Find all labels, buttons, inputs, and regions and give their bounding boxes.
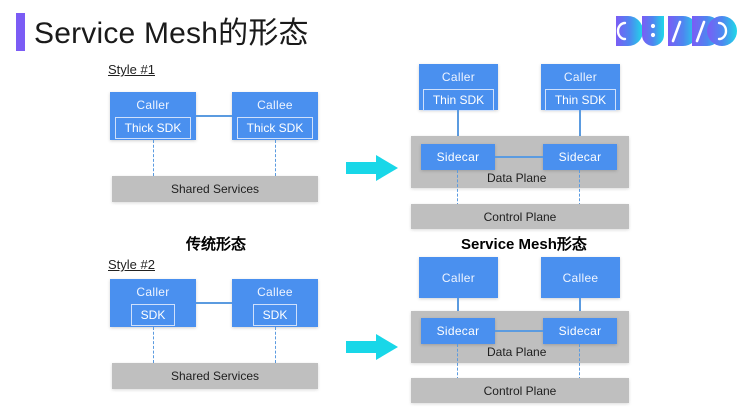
style2-caller-title: Caller <box>136 285 170 299</box>
arrow-right-top <box>346 155 398 186</box>
mesh2-right-vertical-line <box>579 298 581 320</box>
mesh2-right-dashed-link <box>579 344 580 380</box>
style2-callee-sdk: SDK <box>252 304 298 326</box>
mesh1-left-title: Caller <box>441 70 476 84</box>
style1-caller-sdk: Thick SDK <box>114 117 192 139</box>
title-accent-bar <box>16 13 25 51</box>
mesh1-sidecar-right-label: Sidecar <box>558 150 602 164</box>
mesh1-left-node: Caller Thin SDK <box>419 64 498 111</box>
style1-shared-services-label: Shared Services <box>170 182 260 196</box>
mesh1-sidecar-connector <box>495 156 543 158</box>
style1-label: Style #1 <box>108 62 155 77</box>
mesh2-control-plane-bar: Control Plane <box>411 378 629 403</box>
mesh2-sidecar-right-label: Sidecar <box>558 324 602 338</box>
style2-label: Style #2 <box>108 257 155 272</box>
style2-caller-node: Caller SDK <box>110 279 196 327</box>
dubbo-logo <box>614 14 738 48</box>
logo-letter-d <box>616 16 643 46</box>
style1-callee-title: Callee <box>257 98 293 112</box>
traditional-heading: 传统形态 <box>186 236 247 253</box>
mesh1-right-node: Caller Thin SDK <box>541 64 620 111</box>
style2-connector-line <box>196 302 232 304</box>
logo-letter-o <box>707 16 737 46</box>
mesh1-data-plane-label: Data Plane <box>487 171 547 185</box>
mesh2-left-dashed-link <box>457 344 458 380</box>
mesh1-right-vertical-line <box>579 110 581 146</box>
mesh2-sidecar-left: Sidecar <box>421 318 495 344</box>
page-title: Service Mesh的形态 <box>34 17 309 50</box>
style1-callee-sdk: Thick SDK <box>236 117 314 139</box>
style1-shared-services-bar: Shared Services <box>112 176 318 202</box>
style2-caller-sdk: SDK <box>130 304 176 326</box>
mesh2-left-title: Caller <box>441 270 476 285</box>
style2-callee-title: Callee <box>257 285 293 299</box>
mesh2-right-title: Callee <box>562 270 599 285</box>
mesh1-right-sdk: Thin SDK <box>544 89 617 111</box>
style2-caller-dashed-link <box>153 327 154 363</box>
style1-callee-dashed-link <box>275 140 276 176</box>
mesh1-left-vertical-line <box>457 110 459 146</box>
style2-callee-node: Callee SDK <box>232 279 318 327</box>
style1-caller-node: Caller Thick SDK <box>110 92 196 140</box>
mesh1-right-dashed-link <box>579 170 580 206</box>
arrow-right-bottom <box>346 334 398 365</box>
mesh1-sidecar-right: Sidecar <box>543 144 617 170</box>
servicemesh-heading: Service Mesh形态 <box>461 236 587 253</box>
style2-callee-dashed-link <box>275 327 276 363</box>
mesh2-right-node: Callee <box>541 257 620 298</box>
logo-letter-b1 <box>668 16 698 46</box>
mesh2-sidecar-right: Sidecar <box>543 318 617 344</box>
mesh2-data-plane-label: Data Plane <box>487 345 547 359</box>
mesh1-sidecar-left: Sidecar <box>421 144 495 170</box>
style1-caller-dashed-link <box>153 140 154 176</box>
mesh2-left-node: Caller <box>419 257 498 298</box>
mesh2-sidecar-left-label: Sidecar <box>436 324 480 338</box>
style2-shared-services-bar: Shared Services <box>112 363 318 389</box>
mesh2-left-vertical-line <box>457 298 459 320</box>
mesh1-control-plane-label: Control Plane <box>483 209 557 224</box>
mesh2-sidecar-connector <box>495 330 543 332</box>
style1-caller-title: Caller <box>136 98 170 112</box>
mesh2-control-plane-label: Control Plane <box>483 383 557 398</box>
mesh1-control-plane-bar: Control Plane <box>411 204 629 229</box>
logo-letter-u <box>642 16 664 46</box>
mesh1-right-title: Caller <box>563 70 598 84</box>
style2-shared-services-label: Shared Services <box>170 369 260 383</box>
mesh1-left-dashed-link <box>457 170 458 206</box>
style1-connector-line <box>196 115 232 117</box>
style1-callee-node: Callee Thick SDK <box>232 92 318 140</box>
mesh1-left-sdk: Thin SDK <box>422 89 495 111</box>
mesh1-sidecar-left-label: Sidecar <box>436 150 480 164</box>
